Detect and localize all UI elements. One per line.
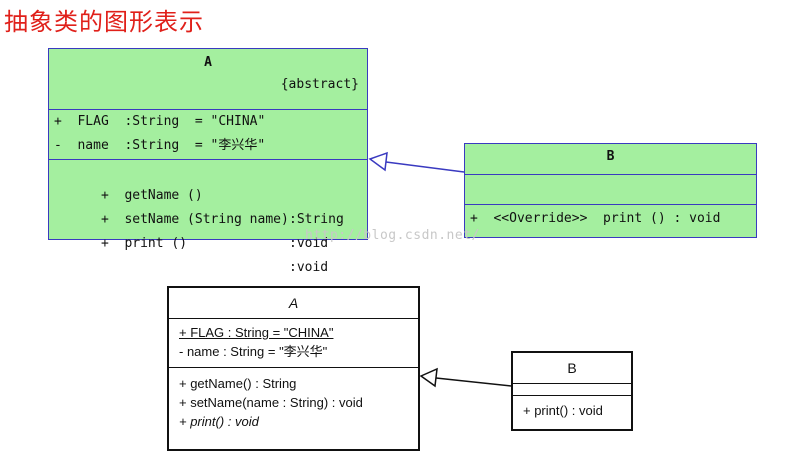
class-a-operations-section: + getName() : String + setName(name : St… <box>169 367 418 447</box>
class-b-operation-print: + <<Override>> print () : void <box>470 211 721 226</box>
class-a-attribute-flag: + FLAG :String = "CHINA" <box>54 114 266 129</box>
operation-signature: + setName (String name) <box>100 212 289 227</box>
class-b-name: B <box>606 149 615 164</box>
operation-type: :String <box>289 212 344 227</box>
class-a-name: A <box>288 295 299 311</box>
class-a-operation-print: + print() : void <box>179 414 259 429</box>
class-a-attributes-section: + FLAG : String = "CHINA" - name : Strin… <box>169 318 418 367</box>
class-b-operations-section: + print() : void <box>513 395 631 429</box>
class-a-operation-print: + print () :void <box>49 208 367 275</box>
class-a-name-section: A <box>169 288 418 318</box>
generalization-arrow-white <box>419 367 512 388</box>
class-a-attributes-section: + FLAG :String = "CHINA" - name :String … <box>49 109 367 159</box>
class-a-operations-section: + getName () :String + setName (String n… <box>49 159 367 275</box>
class-b-name-section: B <box>465 144 756 174</box>
generalization-arrow-green <box>368 151 465 173</box>
class-a-attribute-name: - name : String = "李兴华" <box>179 344 328 359</box>
class-a-operation-setname: + setName(name : String) : void <box>179 395 363 410</box>
class-b-box-green[interactable]: B + <<Override>> print () : void <box>464 143 757 238</box>
watermark-text: http://blog.csdn.net/ <box>305 228 480 243</box>
class-a-box-green[interactable]: A {abstract} + FLAG :String = "CHINA" - … <box>48 48 368 275</box>
class-a-attribute-flag: + FLAG : String = "CHINA" <box>179 325 334 340</box>
class-a-name-section: A {abstract} <box>49 49 367 109</box>
class-b-operation-print: + print() : void <box>523 403 603 418</box>
class-b-operations-section: + <<Override>> print () : void <box>465 204 756 236</box>
class-b-name: B <box>567 360 577 376</box>
class-b-box-white[interactable]: B + print() : void <box>511 351 633 431</box>
class-a-name: A <box>204 55 212 70</box>
class-b-attributes-section <box>465 174 756 204</box>
operation-type: :void <box>289 236 329 251</box>
class-a-operation-getname: + getName () :String <box>49 160 367 227</box>
page-title: 抽象类的图形表示 <box>4 8 204 36</box>
operation-signature: + print () <box>100 236 188 251</box>
operation-type: :void <box>289 260 329 275</box>
class-a-stereotype: {abstract} <box>280 77 359 92</box>
class-a-box-white[interactable]: A + FLAG : String = "CHINA" - name : Str… <box>167 286 420 451</box>
class-b-name-section: B <box>513 353 631 383</box>
class-a-attribute-name: - name :String = "李兴华" <box>54 138 266 153</box>
class-b-attributes-section <box>513 383 631 395</box>
class-a-operation-setname: + setName (String name) :void <box>49 184 367 251</box>
class-a-operation-getname: + getName() : String <box>179 376 297 391</box>
operation-signature: + getName () <box>100 188 203 203</box>
